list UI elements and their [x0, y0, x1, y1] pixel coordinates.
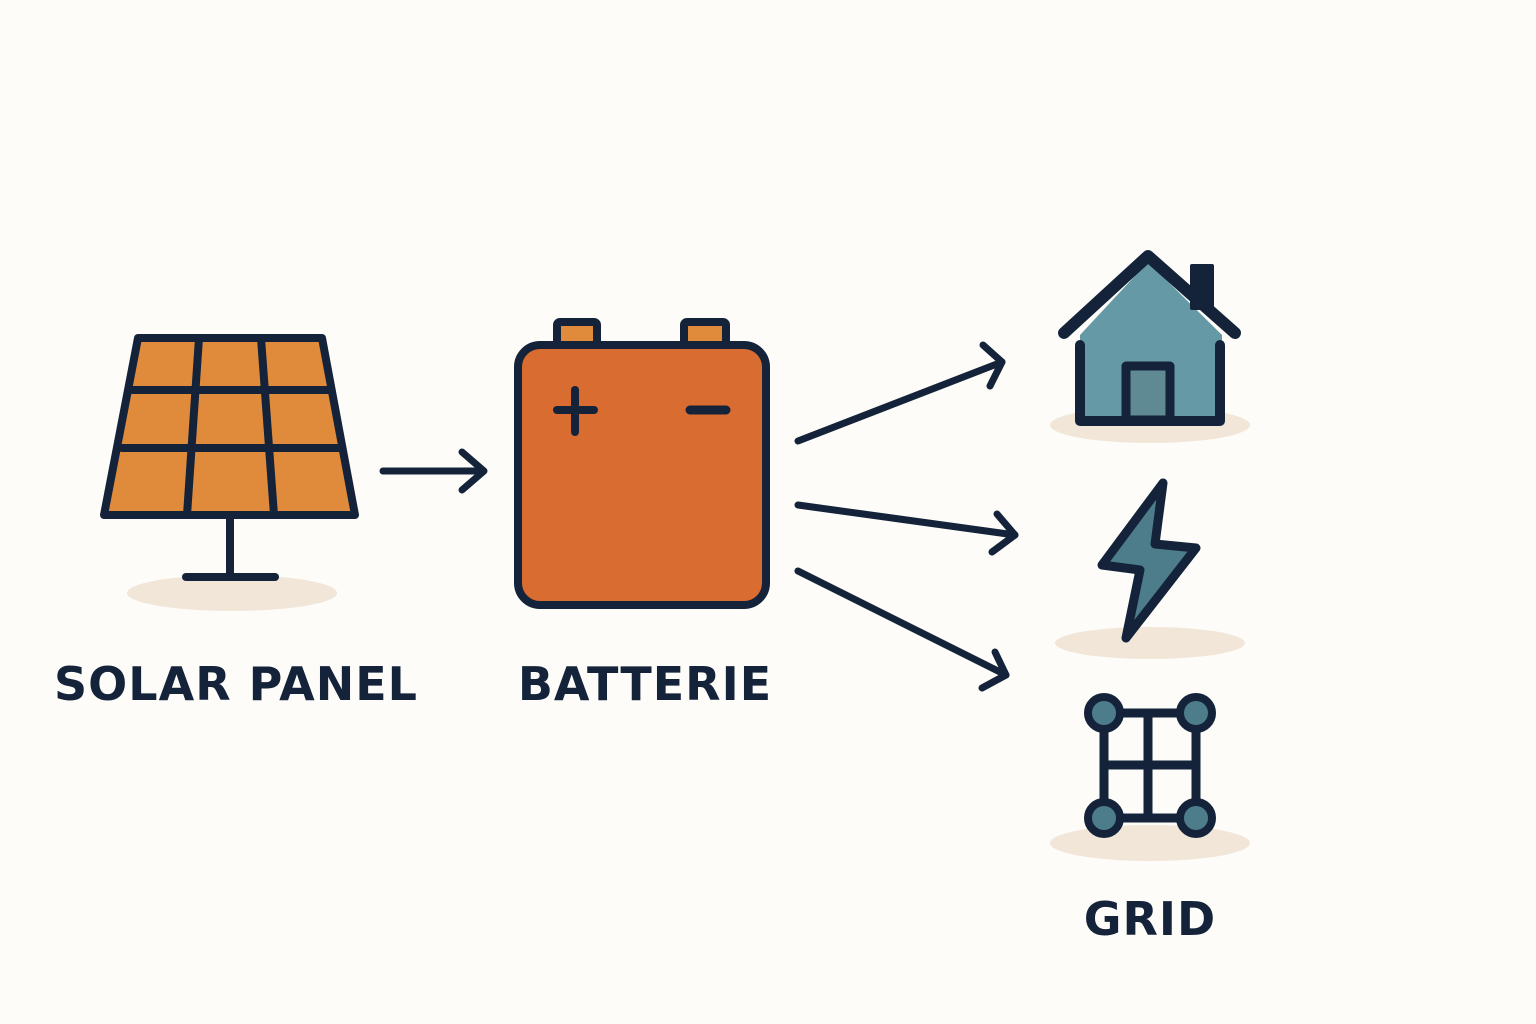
grid-icon: [1050, 693, 1250, 861]
arrow-battery-to-power: [794, 501, 1019, 556]
house-icon: [1050, 250, 1250, 443]
battery-icon: [514, 318, 770, 609]
arrow-battery-to-house: [794, 341, 1006, 445]
grid-label: GRID: [1083, 892, 1217, 946]
solar-panel-icon: [100, 334, 359, 611]
battery-label: BATTERIE: [517, 657, 773, 711]
arrow-solar-to-battery: [379, 448, 488, 494]
solar-panel-label: SOLAR PANEL: [54, 657, 418, 711]
arrow-battery-to-grid: [794, 567, 1010, 692]
lightning-icon: [1055, 478, 1245, 659]
